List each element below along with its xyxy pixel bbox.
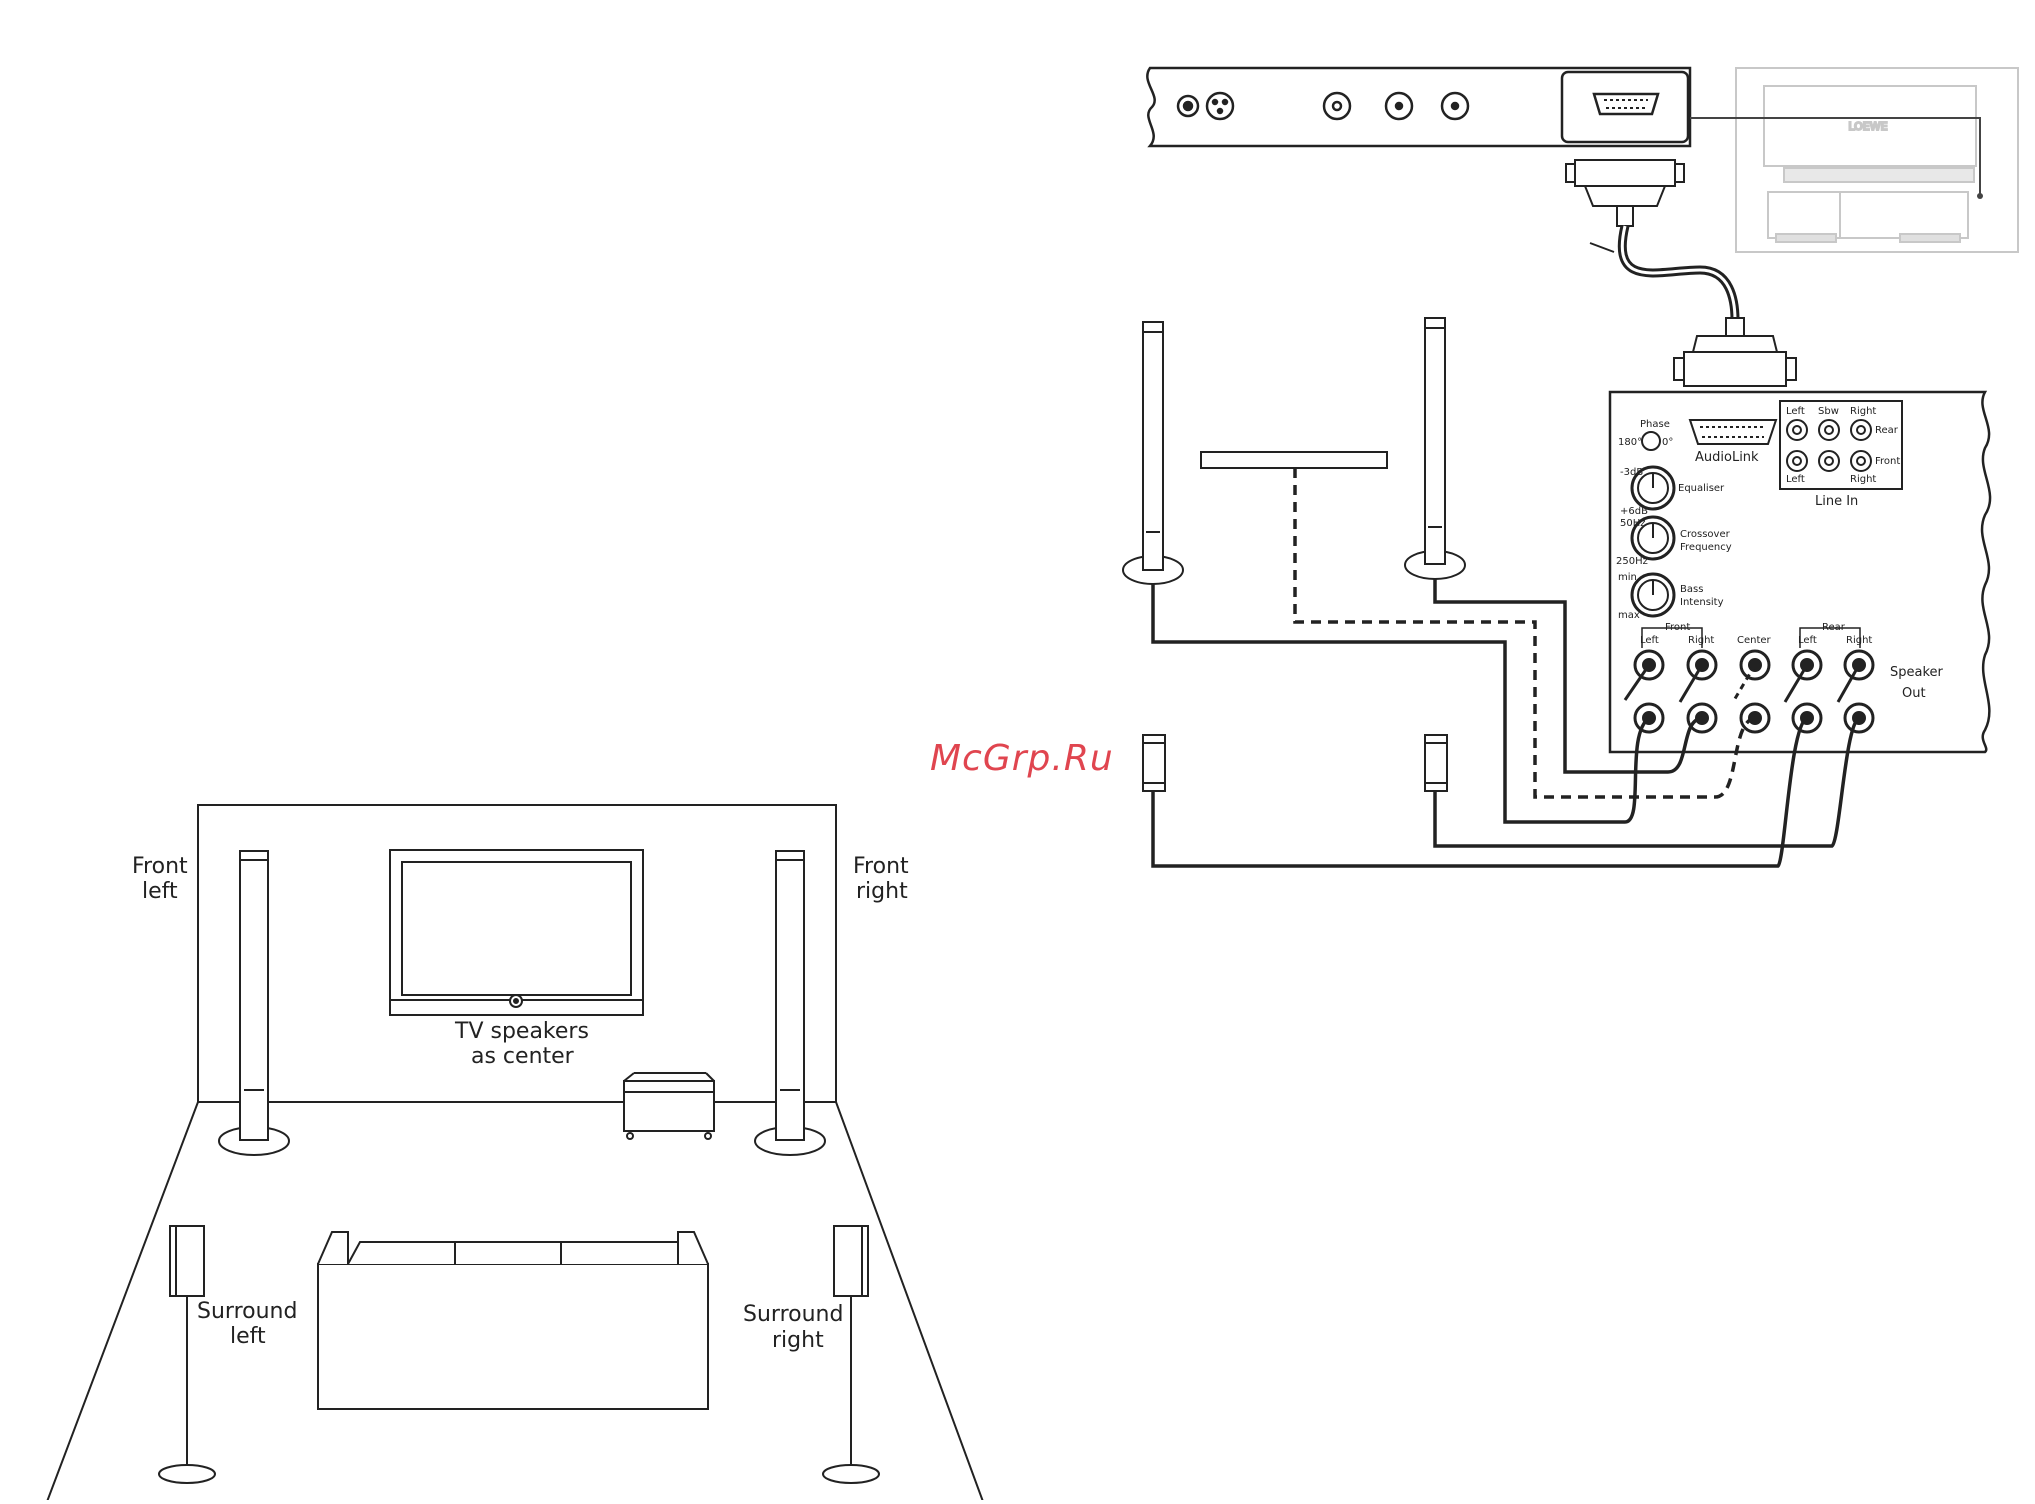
label-equaliser: Equaliser <box>1678 483 1725 494</box>
label-out-2: Right <box>1688 635 1714 646</box>
label-line-bottom-left: Left <box>1786 474 1805 485</box>
label-phase-180: 180° <box>1618 437 1642 448</box>
label-surround-left-1: Surround <box>197 1299 297 1324</box>
label-bass-2: Intensity <box>1680 597 1724 608</box>
label-xo-max: 250Hz <box>1616 556 1648 567</box>
watermark: McGrp.Ru <box>930 738 1114 779</box>
label-tv-center-1: TV speakers <box>454 1019 589 1044</box>
label-line-top-left: Left <box>1786 406 1805 417</box>
wire-front-left <box>1153 584 1649 822</box>
label-rear-group: Rear <box>1822 622 1846 633</box>
label-xo-min: 50Hz <box>1620 518 1646 529</box>
label-crossover-1: Crossover <box>1680 529 1731 540</box>
label-out-4: Left <box>1798 635 1817 646</box>
label-speaker-out-1: Speaker <box>1890 665 1944 680</box>
label-audiolink: AudioLink <box>1695 450 1759 465</box>
label-phase: Phase <box>1640 419 1670 430</box>
label-out-3: Center <box>1737 635 1772 646</box>
tv-set <box>390 850 643 1015</box>
label-bass-max: max <box>1618 610 1640 621</box>
label-surround-right-2: right <box>772 1328 824 1353</box>
label-line-top-right: Right <box>1850 406 1876 417</box>
label-out-1: Left <box>1640 635 1659 646</box>
label-line-rear: Rear <box>1875 425 1899 436</box>
tv-back-panel <box>1147 68 1690 146</box>
tv-rear-faded: LOEWE <box>1736 68 2018 252</box>
label-line-in: Line In <box>1815 494 1858 509</box>
tv-rear-label: LOEWE <box>1848 120 1887 133</box>
label-phase-0: 0° <box>1662 437 1673 448</box>
label-crossover-2: Frequency <box>1680 542 1732 553</box>
label-speaker-out-2: Out <box>1902 686 1926 701</box>
label-front-left-2: left <box>142 879 178 904</box>
room-layout <box>45 805 985 1500</box>
label-front-right-2: right <box>856 879 908 904</box>
sofa <box>318 1232 708 1409</box>
label-out-5: Right <box>1846 635 1872 646</box>
label-eq-min: -3dB <box>1620 467 1643 478</box>
label-front-left-1: Front <box>132 854 188 879</box>
label-front-right-1: Front <box>853 854 909 879</box>
label-line-bottom-right: Right <box>1850 474 1876 485</box>
tv-ref-dot <box>1977 193 1983 199</box>
label-bass-min: min <box>1618 572 1637 583</box>
subwoofer <box>624 1073 714 1139</box>
label-eq-max: +6dB <box>1620 506 1648 517</box>
label-tv-center-2: as center <box>471 1044 575 1069</box>
label-front-group: Front <box>1665 622 1690 633</box>
label-line-front: Front <box>1875 456 1900 467</box>
label-line-top-sbw: Sbw <box>1818 406 1839 417</box>
label-surround-left-2: left <box>230 1324 266 1349</box>
label-bass-1: Bass <box>1680 584 1703 595</box>
label-surround-right-1: Surround <box>743 1302 843 1327</box>
